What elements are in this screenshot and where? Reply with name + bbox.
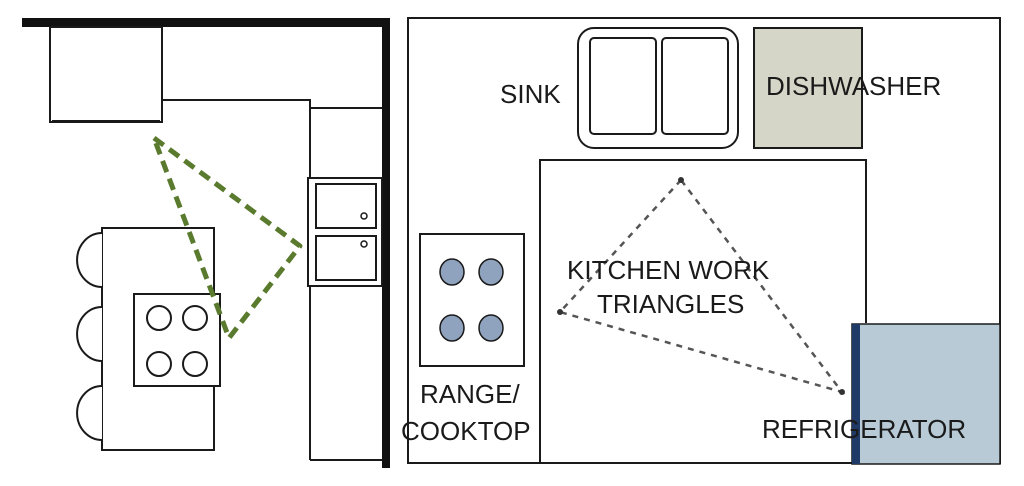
refrigerator-door-edge <box>852 324 860 464</box>
dishwasher <box>753 27 863 149</box>
triangle-vertex-fridge <box>839 389 845 395</box>
corner-cabinet <box>49 26 163 123</box>
refrigerator <box>851 323 1001 465</box>
work-triangle-label-line1: KITCHEN WORK <box>567 255 770 285</box>
double-sink-icon <box>577 27 739 149</box>
cooktop-icon <box>133 293 221 387</box>
double-sink-icon <box>307 177 383 287</box>
dishwasher-label: DISHWASHER <box>766 71 941 101</box>
triangle-vertex-sink <box>678 177 684 183</box>
right-kitchen-plan: SINK DISHWASHER KITCHEN WORK TRIANGLES R… <box>401 17 1001 465</box>
work-triangle-right <box>557 178 846 395</box>
sink-label: SINK <box>500 79 561 109</box>
left-kitchen-plan <box>22 18 390 468</box>
right-wall <box>382 18 390 468</box>
top-counter <box>161 27 382 109</box>
triangle-vertex-range <box>557 309 563 315</box>
work-triangle-left <box>151 135 303 341</box>
refrigerator-label: REFRIGERATOR <box>762 414 966 444</box>
top-wall <box>22 18 390 27</box>
counter-line <box>539 159 867 463</box>
stool-icon <box>76 232 103 441</box>
work-triangle-label-line2: TRIANGLES <box>597 289 744 319</box>
range-label-line2: COOKTOP <box>401 416 531 446</box>
cooktop-icon <box>419 233 525 367</box>
range-label-line1: RANGE/ <box>420 379 520 409</box>
